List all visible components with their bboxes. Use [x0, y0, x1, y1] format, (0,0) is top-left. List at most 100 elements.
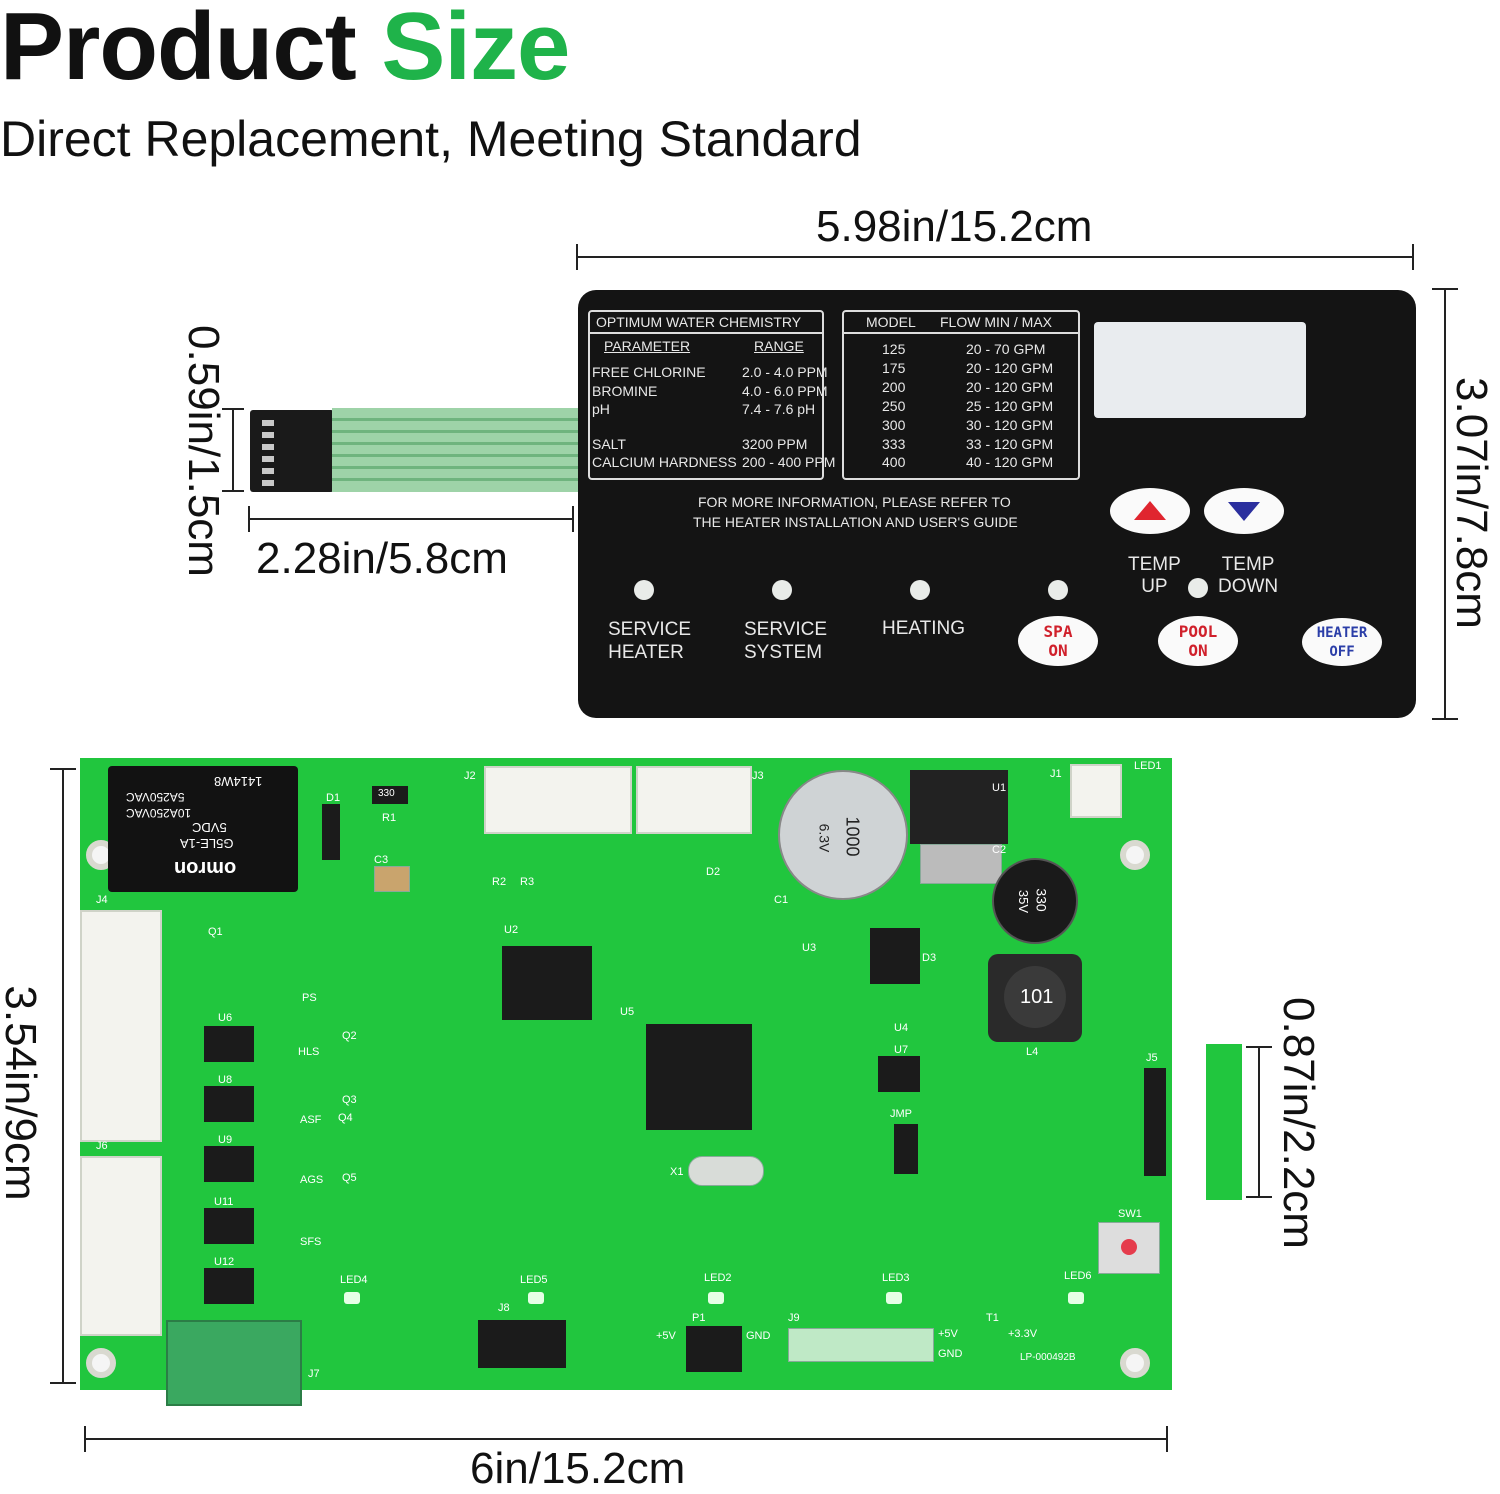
flow-model: 333: [882, 436, 906, 452]
inductor-l4: 101: [988, 954, 1082, 1042]
label-r3: R3: [520, 876, 535, 888]
jumper-jmp: [894, 1124, 918, 1174]
chem-param: BROMINE: [592, 383, 658, 399]
panel-width-label: 5.98in/15.2cm: [816, 202, 1093, 251]
temp-up-label-line2: UP: [1141, 576, 1168, 597]
connector-pin: [262, 420, 274, 426]
label-ps: PS: [302, 992, 317, 1004]
board-height-tick-bottom: [50, 1382, 76, 1384]
inductor-value: 101: [1020, 986, 1054, 1008]
up-arrow-icon: [1134, 501, 1166, 520]
relay-rating-1: 5VDC: [192, 820, 227, 835]
label-u8: U8: [218, 1074, 233, 1086]
inductor-core: [1004, 966, 1066, 1028]
panel-height-tick-bottom: [1432, 718, 1458, 720]
label-33v: +3.3V: [1008, 1328, 1038, 1340]
label-j8: J8: [498, 1302, 510, 1314]
panel-width-tick-right: [1412, 244, 1414, 270]
label-u2: U2: [504, 924, 519, 936]
lcd-display: [1094, 322, 1306, 418]
label-c3: C3: [374, 854, 389, 866]
resistor-330-text: 330: [378, 788, 395, 799]
label-j4: J4: [96, 894, 108, 906]
led-indicator: [1068, 1292, 1084, 1304]
chem-range: 2.0 - 4.0 PPM: [742, 364, 828, 380]
label-u12: U12: [214, 1256, 235, 1268]
label-u4: U4: [894, 1022, 909, 1034]
board-width-tick-left: [84, 1426, 86, 1452]
water-chemistry-box: [588, 310, 824, 480]
page-title: Product Size: [0, 0, 570, 102]
label-ags: AGS: [300, 1174, 324, 1186]
chem-col-range: RANGE: [754, 338, 804, 354]
connector-pin: [262, 468, 274, 474]
relay-brand: omron: [174, 857, 237, 879]
ribbon-trace: [332, 430, 580, 433]
panel-height-line: [1444, 288, 1446, 720]
temp-up-button[interactable]: [1110, 488, 1190, 534]
connector-pin: [262, 456, 274, 462]
panel-width-tick-left: [576, 244, 578, 270]
label-j3: J3: [752, 770, 764, 782]
ribbon-length-label: 2.28in/5.8cm: [256, 534, 508, 583]
temp-down-label-line2: DOWN: [1218, 576, 1279, 597]
flow-value: 20 - 70 GPM: [966, 341, 1046, 357]
tab-height-label: 0.87in/2.2cm: [1274, 997, 1323, 1249]
spa-on-label-line2: ON: [1048, 641, 1068, 660]
board-height-label: 3.54in/9cm: [0, 985, 45, 1201]
chem-range: 4.0 - 6.0 PPM: [742, 383, 828, 399]
heater-off-label-line1: HEATER: [1316, 625, 1368, 641]
flow-value: 30 - 120 GPM: [966, 417, 1054, 433]
chem-range: 3200 PPM: [742, 436, 808, 452]
service-heater-label-line2: HEATER: [608, 642, 684, 663]
board-width-line: [84, 1438, 1168, 1440]
page-subtitle: Direct Replacement, Meeting Standard: [0, 111, 862, 167]
chem-range: 7.4 - 7.6 pH: [742, 401, 816, 417]
temp-down-label-line1: TEMP: [1221, 554, 1275, 575]
service-system-label-line1: SERVICE: [744, 619, 828, 640]
connector-j2: [484, 766, 632, 834]
led-indicator: [528, 1292, 544, 1304]
mount-hole: [1120, 1348, 1150, 1378]
label-l4: L4: [1026, 1046, 1039, 1058]
flow-model: 200: [882, 379, 906, 395]
led-indicator: [344, 1292, 360, 1304]
label-j1: J1: [1050, 768, 1062, 780]
mount-hole: [86, 1348, 116, 1378]
microcontroller-u5: [646, 1024, 752, 1130]
ribbon-trace: [332, 466, 580, 469]
flow-value: 33 - 120 GPM: [966, 436, 1054, 452]
temp-down-button[interactable]: [1204, 488, 1284, 534]
label-d1: D1: [326, 792, 341, 804]
control-panel-membrane: OPTIMUM WATER CHEMISTRY PARAMETER RANGE …: [578, 290, 1416, 718]
flow-col-model: MODEL: [866, 314, 916, 330]
label-led6: LED6: [1064, 1270, 1092, 1282]
label-u7: U7: [894, 1044, 909, 1056]
capacitor-c3: [374, 866, 410, 892]
resistor-330: 330: [372, 786, 408, 804]
relay-model: G5LE-1A: [180, 836, 234, 851]
ribbon-trace: [332, 418, 580, 421]
optocoupler-u9: [204, 1146, 254, 1182]
header-j9: [788, 1328, 934, 1362]
title-word-product: Product: [0, 0, 357, 100]
chem-param: pH: [592, 401, 610, 417]
connector-j4: [80, 910, 162, 1142]
label-j6: J6: [96, 1140, 108, 1152]
connector-j6: [80, 1156, 162, 1336]
switch-sw1[interactable]: [1098, 1222, 1160, 1274]
flow-model: 300: [882, 417, 906, 433]
regulator-pins: [920, 844, 1002, 884]
ribbon-trace: [332, 478, 580, 481]
label-d3: D3: [922, 952, 937, 964]
terminal-block-j7: [166, 1320, 302, 1406]
label-q2: Q2: [342, 1030, 357, 1042]
board-height-line: [62, 768, 64, 1384]
switch-button[interactable]: [1121, 1239, 1137, 1255]
